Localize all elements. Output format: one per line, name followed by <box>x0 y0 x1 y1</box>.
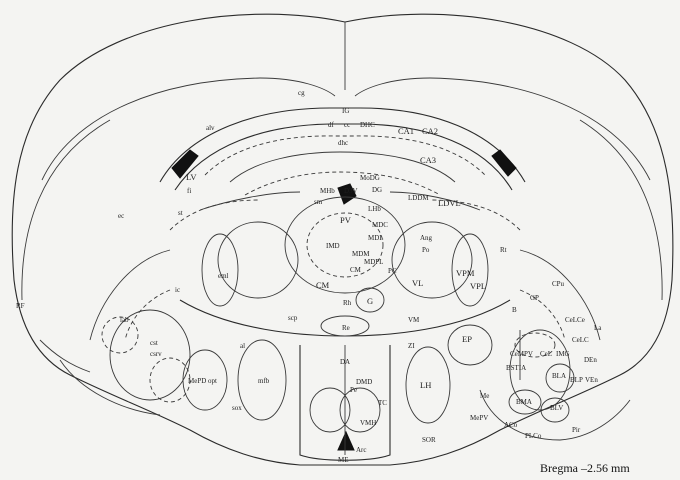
label-st: st <box>178 209 183 217</box>
label-CPu: CPu <box>552 280 565 288</box>
cortex-outline <box>12 14 673 465</box>
label-DEn: DEn <box>584 356 597 364</box>
median-eminence <box>338 432 354 450</box>
structure-labels: cg IG df cc DHC alv dhc CA1 CA2 CA3 MoDG… <box>16 89 602 464</box>
label-MDL: MDL <box>368 234 384 242</box>
label-cst: cst <box>150 339 158 347</box>
label-eml: eml <box>218 272 229 280</box>
label-al: al <box>240 342 245 350</box>
label-csrv: csrv <box>150 350 162 358</box>
label-MDM: MDM <box>352 250 370 258</box>
label-sox: sox <box>232 404 242 412</box>
label-DMD: DMD <box>356 378 372 386</box>
label-mfb: mfb <box>258 377 270 385</box>
label-DHC: DHC <box>360 121 375 129</box>
lateral-ventricle-right <box>492 150 516 176</box>
label-LV: LV <box>186 172 197 182</box>
label-VMH: VMH <box>360 419 376 427</box>
label-MHb: MHb <box>320 187 335 195</box>
label-CM: CM <box>316 280 330 290</box>
label-B: B <box>512 306 517 314</box>
label-Re: Re <box>342 324 350 332</box>
label-CeMPV: CeMPV <box>510 350 533 358</box>
label-opt: opt <box>208 377 217 385</box>
label-fi: fi <box>187 187 191 195</box>
label-CA1: CA1 <box>398 126 414 136</box>
label-ACo: ACo <box>504 421 518 429</box>
label-PLCo: PLCo <box>525 432 542 440</box>
label-MoDG: MoDG <box>360 174 380 182</box>
label-cc: cc <box>344 121 350 129</box>
label-Pe: Pe <box>350 386 357 394</box>
label-df: df <box>328 121 335 129</box>
label-Ang: Ang <box>420 234 433 242</box>
label-CM-small: CM <box>350 266 362 274</box>
label-SOR: SOR <box>422 436 436 444</box>
label-MDPL: MDPL <box>364 258 383 266</box>
label-lab: lab <box>120 316 129 324</box>
label-Po: Po <box>422 246 430 254</box>
label-La: La <box>594 324 602 332</box>
label-PC: PC <box>388 267 397 275</box>
label-RF: RF <box>16 302 25 310</box>
label-ZI: ZI <box>408 342 415 350</box>
label-VM: VM <box>408 316 420 324</box>
label-IMG: IMG <box>556 350 570 358</box>
label-VPL: VPL <box>470 281 486 291</box>
label-TC: TC <box>378 399 387 407</box>
label-MDC: MDC <box>372 221 388 229</box>
label-scp: scp <box>288 314 298 322</box>
label-dhc: dhc <box>338 139 348 147</box>
hypothalamus <box>238 325 492 460</box>
label-BMA: BMA <box>516 398 532 406</box>
label-VL: VL <box>412 278 423 288</box>
label-BSTIA: BSTIA <box>506 364 526 372</box>
label-CeLCe: CeLCe <box>565 316 585 324</box>
label-IMD: IMD <box>326 242 340 250</box>
label-cg: cg <box>298 89 305 97</box>
label-EP: EP <box>462 334 472 344</box>
label-LHb: LHb <box>368 205 381 213</box>
label-ic: ic <box>175 286 180 294</box>
amygdala-left <box>40 310 227 415</box>
label-Rt: Rt <box>500 246 507 254</box>
label-Arc: Arc <box>356 446 367 454</box>
label-CeL: CeL <box>540 350 552 358</box>
label-sm: sm <box>314 198 323 206</box>
label-CA3: CA3 <box>420 155 436 165</box>
label-LDVL: LDVL <box>438 198 461 208</box>
label-ME: ME <box>338 456 349 464</box>
label-GP: GP <box>530 294 539 302</box>
label-DA: DA <box>340 358 350 366</box>
label-CA2: CA2 <box>422 126 438 136</box>
label-IG: IG <box>342 107 349 115</box>
bregma-caption: Bregma –2.56 mm <box>540 461 630 475</box>
label-G: G <box>367 296 373 306</box>
label-BLA: BLA <box>552 372 566 380</box>
label-alv: alv <box>206 124 215 132</box>
label-MePD: MePD <box>188 377 206 385</box>
label-VPM: VPM <box>456 268 475 278</box>
label-CeLC: CeLC <box>572 336 589 344</box>
label-LDDM: LDDM <box>408 194 429 202</box>
label-BLP: BLP <box>570 376 583 384</box>
amygdala-right <box>480 330 630 440</box>
label-BLV: BLV <box>550 404 563 412</box>
label-DG: DG <box>372 186 382 194</box>
label-PV: PV <box>340 215 352 225</box>
label-ec: ec <box>118 212 124 220</box>
label-Pir: Pir <box>572 426 581 434</box>
label-VEn: VEn <box>585 376 598 384</box>
label-D3V: D3V <box>344 187 358 195</box>
label-LH: LH <box>420 380 431 390</box>
label-Rh: Rh <box>343 299 352 307</box>
label-Me: Me <box>480 392 489 400</box>
label-MePV: MePV <box>470 414 488 422</box>
